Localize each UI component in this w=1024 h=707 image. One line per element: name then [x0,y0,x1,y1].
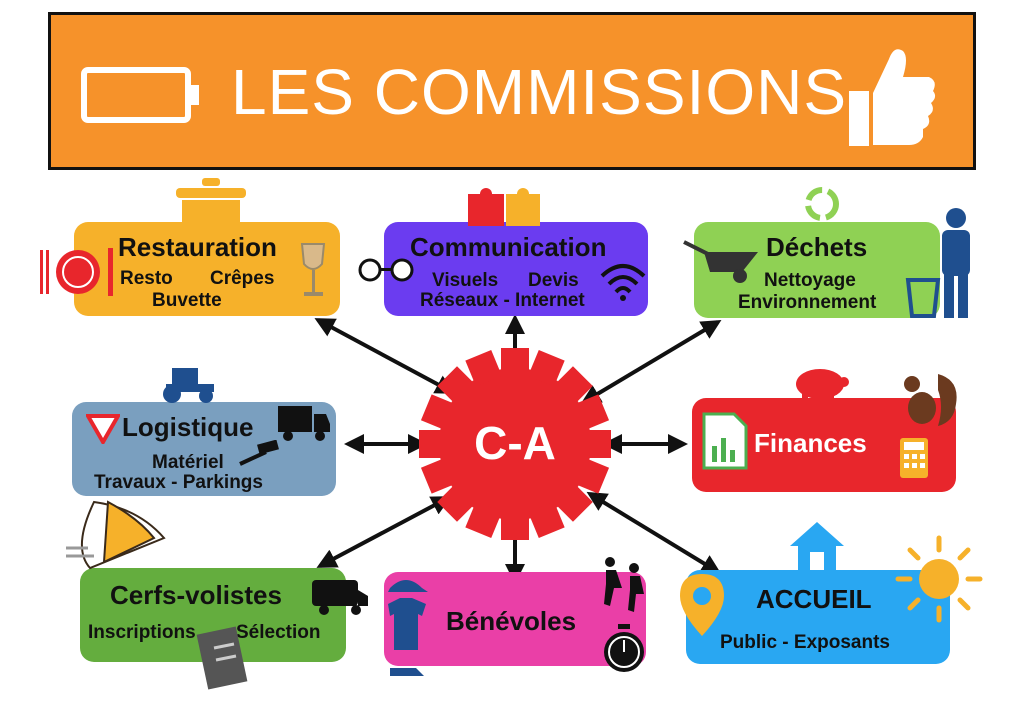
volunteer-outfit-icon [388,580,428,676]
dechets-line2: Environnement [738,292,877,313]
communication-title: Communication [410,232,607,262]
tractor-icon [163,368,214,403]
communication-line1a: Visuels [432,270,499,291]
wifi-icon [600,264,646,301]
recycle-icon [805,187,839,221]
squirrel-icon [904,374,957,426]
camper-van-icon [312,580,368,615]
yield-sign-icon [86,414,120,444]
benevoles-title: Bénévoles [446,606,577,636]
finances-title: Finances [754,428,867,458]
battery-icon [81,67,199,123]
location-pin-icon [680,574,724,636]
truck-icon [278,406,330,441]
cerfs-volistes-line1a: Inscriptions [88,622,196,643]
center-label: C-A [474,417,556,469]
thumbs-up-icon [849,49,936,146]
cerfs-volistes-line1b: Sélection [236,622,321,643]
restauration-box: Restauration Resto Crêpes Buvette [74,222,340,316]
logistique-title: Logistique [122,412,254,442]
document-chart-icon [702,412,748,470]
restauration-line1b: Crêpes [210,268,275,289]
person-trash-icon [905,208,970,318]
glasses-icon [358,258,414,282]
wine-glass-icon [300,243,326,296]
logistique-line2: Travaux - Parkings [94,472,263,493]
communication-box: Communication Visuels Devis Réseaux - In… [384,222,648,316]
accueil-line1: Public - Exposants [720,632,890,653]
plate-cutlery-icon [40,248,113,296]
gear-icon [419,348,611,540]
house-icon [790,522,844,570]
gavel-icon [239,440,279,466]
kite-icon [66,500,166,570]
wheelbarrow-icon [683,240,758,283]
banner-title: LES COMMISSIONS [231,56,847,128]
title-banner: LES COMMISSIONS [48,12,976,170]
sun-icon [895,535,983,623]
cerfs-volistes-title: Cerfs-volistes [110,580,282,610]
piggy-bank-icon [796,369,849,402]
benevoles-box: Bénévoles [384,572,646,666]
restauration-line1a: Resto [120,268,173,289]
runners-icon [604,557,644,612]
communication-line1b: Devis [528,270,579,291]
stopwatch-icon [604,624,644,672]
logistique-line1: Matériel [152,452,224,473]
communication-line2: Réseaux - Internet [420,290,585,311]
restauration-title: Restauration [118,232,277,262]
restauration-line2: Buvette [152,290,222,311]
calculator-icon [900,438,928,478]
dechets-title: Déchets [766,232,868,262]
accueil-box: ACCUEIL Public - Exposants [686,570,950,664]
accueil-title: ACCUEIL [756,584,872,614]
puzzle-icon [468,188,540,226]
cooking-pot-icon [176,178,246,226]
dechets-line1: Nettoyage [764,270,856,291]
clipboard-form-icon [196,626,248,690]
dechets-box: Déchets Nettoyage Environnement [694,222,940,318]
